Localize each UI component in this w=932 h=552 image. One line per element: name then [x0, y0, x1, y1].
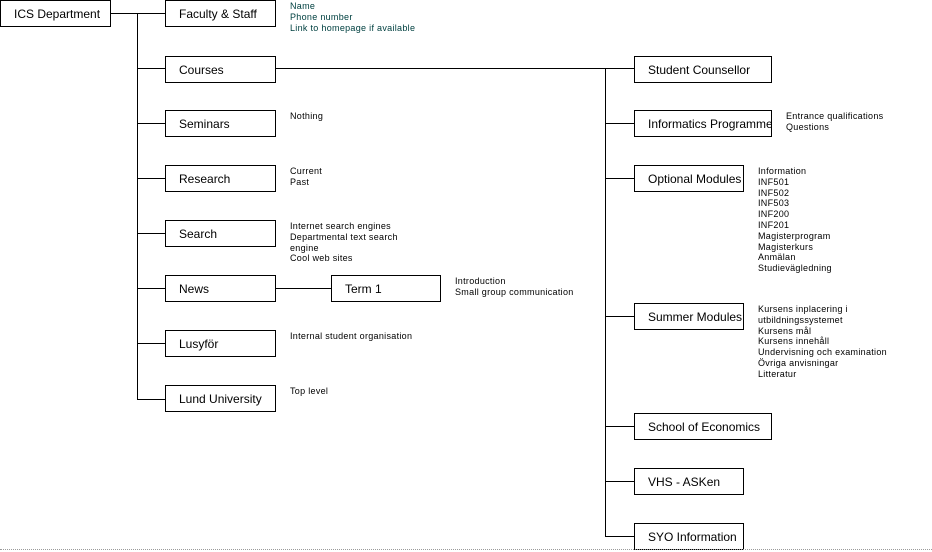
- note-line: Current: [290, 166, 323, 176]
- connector-informatics: [605, 123, 634, 124]
- node-lusyfor[interactable]: Lusyför: [165, 330, 276, 357]
- note-line: engine: [290, 242, 319, 253]
- node-lund-university[interactable]: Lund University: [165, 385, 276, 412]
- note-line: Internal student organisation: [290, 331, 413, 341]
- node-seminars[interactable]: Seminars: [165, 110, 276, 137]
- note-line: Kursens mål: [758, 325, 812, 336]
- node-label: Seminars: [179, 116, 230, 131]
- node-informatics-programme[interactable]: Informatics Programme: [634, 110, 772, 137]
- note-line: Nothing: [290, 111, 324, 121]
- note-line: Questions: [786, 121, 830, 132]
- note-line: Övriga anvisningar: [758, 357, 839, 368]
- seminars-notes: Nothing: [290, 111, 323, 122]
- note-line: INF201: [758, 219, 790, 230]
- note-line: INF200: [758, 209, 790, 220]
- note-line: Kursens inplacering i: [758, 304, 848, 314]
- note-line: Magisterkurs: [758, 241, 814, 252]
- summer-notes: Kursens inplacering i utbildningssysteme…: [758, 304, 887, 380]
- optional-notes: Information INF501 INF502 INF503 INF200 …: [758, 166, 832, 274]
- note-line: Name: [290, 1, 316, 11]
- faculty-notes: Name Phone number Link to homepage if av…: [290, 1, 415, 33]
- note-line: Litteratur: [758, 368, 797, 379]
- note-line: Magisterprogram: [758, 230, 831, 241]
- note-line: Small group communication: [455, 286, 574, 297]
- note-line: Anmälan: [758, 252, 796, 263]
- node-ics-department[interactable]: ICS Department: [0, 0, 111, 27]
- node-courses[interactable]: Courses: [165, 56, 276, 83]
- connector-search: [137, 233, 165, 234]
- connector-research: [137, 178, 165, 179]
- note-line: Undervisning och examination: [758, 347, 887, 358]
- node-school-of-economics[interactable]: School of Economics: [634, 413, 772, 440]
- note-line: utbildningssystemet: [758, 314, 843, 325]
- connector-root-to-spine: [110, 13, 138, 14]
- node-label: News: [179, 281, 210, 296]
- note-line: Studievägledning: [758, 263, 832, 274]
- node-label: Lusyför: [179, 336, 219, 351]
- node-label: Student Counsellor: [648, 62, 751, 77]
- node-label: SYO Information: [648, 529, 737, 544]
- connector-news: [137, 288, 165, 289]
- node-label: Summer Modules: [648, 309, 743, 324]
- note-line: Departmental text search: [290, 231, 398, 242]
- page-bottom-divider: [0, 549, 932, 550]
- node-label: VHS - ASKen: [648, 474, 721, 489]
- connector-courses-to-right-spine: [275, 68, 606, 69]
- note-line: INF503: [758, 198, 790, 209]
- connector-courses: [137, 68, 165, 69]
- connector-news-to-term: [275, 288, 331, 289]
- node-faculty-staff[interactable]: Faculty & Staff: [165, 0, 276, 27]
- node-label: Faculty & Staff: [179, 6, 257, 21]
- connector-economics: [605, 426, 634, 427]
- connector-lund: [137, 399, 165, 400]
- informatics-notes: Entrance qualifications Questions: [786, 111, 883, 133]
- connector-optional: [605, 178, 634, 179]
- node-label: School of Economics: [648, 419, 761, 434]
- node-label: Lund University: [179, 391, 262, 406]
- node-label: Informatics Programme: [648, 116, 772, 131]
- node-summer-modules[interactable]: Summer Modules: [634, 303, 744, 330]
- connector-lusyfor: [137, 343, 165, 344]
- note-line: Kursens innehåll: [758, 336, 830, 347]
- node-vhs-asken[interactable]: VHS - ASKen: [634, 468, 744, 495]
- note-line: Entrance qualifications: [786, 111, 884, 121]
- connector-syo: [605, 536, 634, 537]
- note-line: Past: [290, 176, 310, 187]
- term-1-notes: Introduction Small group communication: [455, 276, 574, 298]
- connector-faculty: [137, 13, 165, 14]
- connector-counsellor: [605, 68, 634, 69]
- research-notes: Current Past: [290, 166, 322, 188]
- note-line: Cool web sites: [290, 253, 353, 264]
- note-line: INF501: [758, 176, 790, 187]
- note-line: Introduction: [455, 276, 506, 286]
- note-line: Phone number: [290, 11, 353, 22]
- connector-summer: [605, 316, 634, 317]
- node-news[interactable]: News: [165, 275, 276, 302]
- connector-seminars: [137, 123, 165, 124]
- node-optional-modules[interactable]: Optional Modules: [634, 165, 744, 192]
- node-label: Optional Modules: [648, 171, 742, 186]
- node-research[interactable]: Research: [165, 165, 276, 192]
- note-line: Top level: [290, 386, 329, 396]
- note-line: INF502: [758, 187, 790, 198]
- left-spine-connector: [137, 13, 138, 400]
- lund-notes: Top level: [290, 386, 328, 397]
- note-line: Internet search engines: [290, 221, 391, 231]
- lusyfor-notes: Internal student organisation: [290, 331, 412, 342]
- node-label: Courses: [179, 62, 224, 77]
- node-label: Search: [179, 226, 218, 241]
- node-syo-information[interactable]: SYO Information: [634, 523, 744, 550]
- right-spine-connector: [605, 68, 606, 536]
- node-label: Term 1: [345, 281, 382, 296]
- note-line: Link to homepage if available: [290, 22, 416, 33]
- node-student-counsellor[interactable]: Student Counsellor: [634, 56, 772, 83]
- node-term-1[interactable]: Term 1: [331, 275, 441, 302]
- node-search[interactable]: Search: [165, 220, 276, 247]
- node-label: Research: [179, 171, 231, 186]
- node-label: ICS Department: [14, 6, 101, 21]
- connector-vhs: [605, 481, 634, 482]
- search-notes: Internet search engines Departmental tex…: [290, 221, 398, 264]
- note-line: Information: [758, 166, 807, 176]
